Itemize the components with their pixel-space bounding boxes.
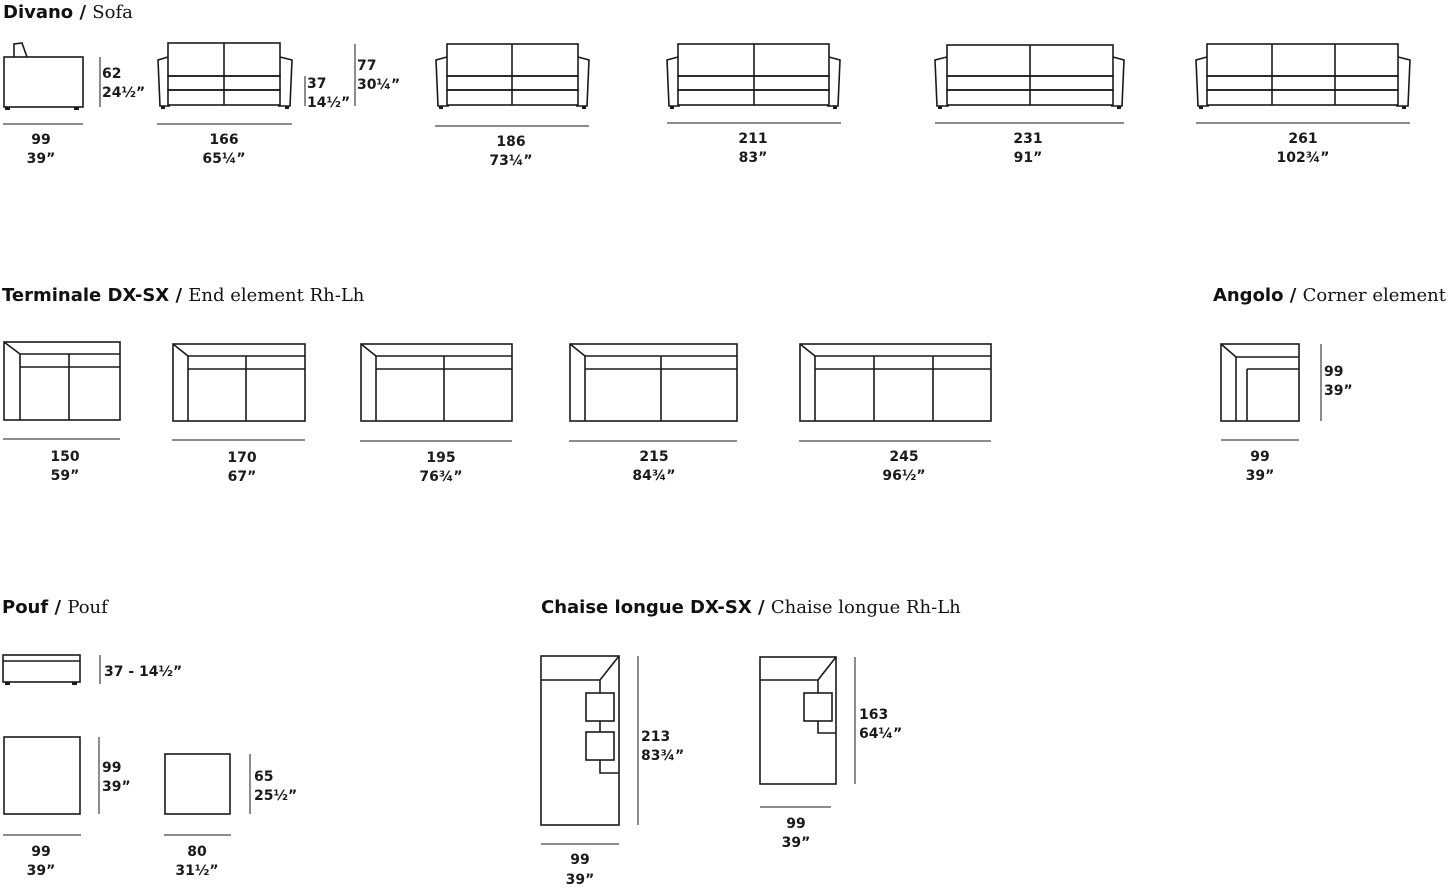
sofa-186-front-view	[435, 43, 590, 107]
sofa-side-leg	[74, 107, 79, 110]
dimension-value: 186	[496, 134, 525, 150]
corner-element-plan	[1220, 343, 1300, 422]
sofa-leg	[161, 106, 165, 109]
dimension-value: 14½”	[307, 95, 350, 111]
section-title-end-element: Terminale DX-SX / End element Rh-Lh	[2, 285, 365, 306]
sofa-231-front-view	[934, 44, 1125, 107]
sofa-leg	[1117, 106, 1121, 109]
end-element-195-plan	[360, 343, 513, 422]
sofa-211-front-view	[666, 43, 841, 107]
end-element-150-plan	[3, 341, 121, 421]
dimension-value: 76¾”	[419, 469, 462, 485]
dimension-value: 99	[1250, 449, 1269, 465]
end-element-170-plan	[172, 343, 306, 422]
section-title-sofa: Divano / Sofa	[3, 2, 133, 23]
sofa-leg	[1402, 106, 1406, 109]
dimension-value: 84¾”	[632, 468, 675, 484]
pouf-leg	[72, 682, 77, 685]
dimension-value: 83¾”	[641, 748, 684, 764]
sofa-side-leg	[5, 107, 10, 110]
dimension-value: 25½”	[254, 788, 297, 804]
dimension-value: 31½”	[175, 863, 218, 879]
sofa-leg	[833, 106, 837, 109]
sofa-leg	[582, 106, 586, 109]
dimension-value: 62	[102, 66, 121, 82]
dimension-value: 39”	[27, 863, 56, 879]
end-element-215-plan	[569, 343, 738, 422]
dimension-value: 39”	[1324, 383, 1353, 399]
dimension-value: 150	[50, 449, 79, 465]
dimension-value: 102¾”	[1277, 150, 1330, 166]
pouf-99-plan	[3, 736, 81, 815]
end-element-245-plan	[799, 343, 992, 422]
dimension-value: 99	[102, 760, 121, 776]
section-title-chaise-longue: Chaise longue DX-SX / Chaise longue Rh-L…	[541, 597, 961, 618]
dimension-value: 59”	[51, 468, 80, 484]
dimension-value: 99	[31, 132, 50, 148]
dimension-value: 80	[187, 844, 207, 860]
dimension-value: 37 - 14½”	[104, 664, 182, 680]
pouf-leg	[5, 682, 10, 685]
sofa-leg	[285, 106, 289, 109]
sofa-166-front-view	[157, 42, 293, 107]
dimension-value: 77	[357, 58, 376, 74]
dimension-value: 231	[1013, 131, 1042, 147]
dimension-value: 261	[1288, 131, 1317, 147]
dimension-value: 166	[209, 132, 238, 148]
dimension-value: 245	[889, 449, 918, 465]
dimension-value: 30¼”	[357, 77, 400, 93]
dimension-value: 39”	[1246, 468, 1275, 484]
dimension-value: 99	[570, 852, 589, 868]
dimension-value: 73¼”	[489, 153, 532, 169]
dimension-value: 99	[31, 844, 50, 860]
sofa-side-view	[3, 42, 84, 108]
chaise-longue-163-plan	[759, 656, 837, 785]
dimension-value: 96½”	[882, 468, 925, 484]
dimension-value: 64¼”	[859, 726, 902, 742]
dimension-value: 83”	[739, 150, 768, 166]
dimension-value: 39”	[27, 151, 56, 167]
dimension-value: 24½”	[102, 85, 145, 101]
dimension-value: 195	[426, 450, 455, 466]
section-title-pouf: Pouf / Pouf	[2, 597, 109, 618]
dimension-value: 215	[639, 449, 668, 465]
sofa-261-front-view	[1195, 43, 1411, 107]
dimension-value: 99	[1324, 364, 1343, 380]
pouf-side-view	[2, 654, 81, 683]
section-title-corner-element: Angolo / Corner element	[1213, 285, 1447, 306]
dimension-value: 170	[227, 450, 256, 466]
sofa-leg	[938, 106, 942, 109]
dimension-value: 67”	[228, 469, 257, 485]
dimension-value: 213	[641, 729, 670, 745]
dimension-value: 211	[738, 131, 767, 147]
sofa-leg	[439, 106, 443, 109]
dimension-value: 65	[254, 769, 273, 785]
dimension-value: 163	[859, 707, 888, 723]
dimension-value: 39”	[102, 779, 131, 795]
dimension-value: 37	[307, 76, 326, 92]
dimension-value: 39”	[566, 872, 595, 888]
chaise-longue-213-plan	[540, 655, 620, 826]
dimension-value: 99	[786, 816, 805, 832]
sofa-leg	[670, 106, 674, 109]
dimension-value: 39”	[782, 835, 811, 851]
sofa-leg	[1199, 106, 1203, 109]
pouf-80-plan	[164, 753, 231, 815]
dimension-value: 91”	[1014, 150, 1043, 166]
dimension-value: 65¼”	[202, 151, 245, 167]
